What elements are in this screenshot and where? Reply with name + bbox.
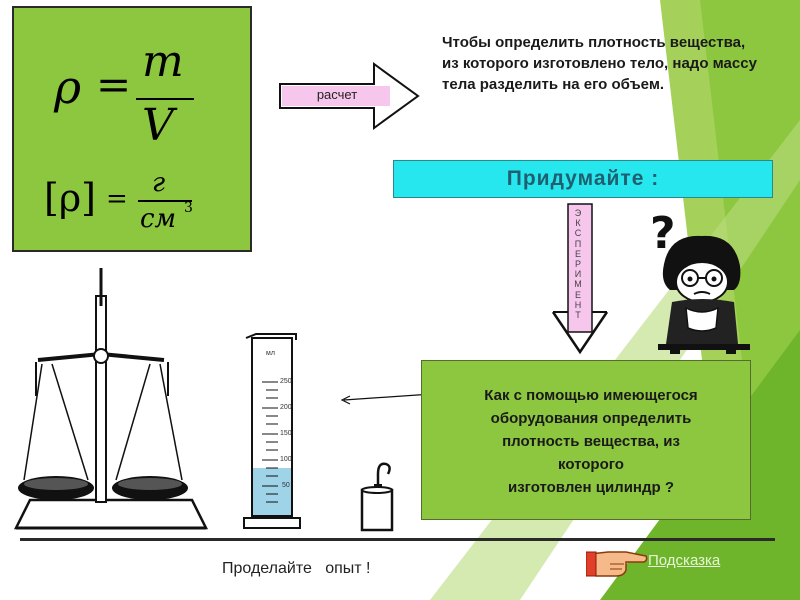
pointer-arrow-icon	[340, 393, 433, 405]
bottom-divider	[20, 538, 775, 541]
experiment-letter: Е	[574, 248, 581, 259]
weight-cylinder-icon	[360, 462, 394, 532]
formula-rho: ρ	[54, 60, 82, 114]
definition-text: Чтобы определить плотность вещества, из …	[442, 34, 757, 93]
unit-power: 3	[184, 200, 193, 216]
fraction-line	[136, 98, 194, 100]
balance-scale-icon	[13, 268, 209, 530]
pointing-hand-icon[interactable]	[586, 546, 650, 578]
hint-link[interactable]: Подсказка	[648, 552, 721, 569]
pridumaite-banner: Придумайте :	[393, 160, 773, 198]
experiment-letter: Э	[574, 208, 582, 218]
experiment-letter: Р	[574, 259, 581, 270]
experiment-letter: П	[574, 238, 582, 249]
cylinder-tick-label: 100	[280, 456, 292, 463]
cylinder-unit: мл	[266, 350, 275, 357]
formula-numerator: m	[142, 36, 184, 87]
question-box	[421, 360, 751, 520]
thinking-person-icon: ?	[650, 208, 750, 354]
experiment-letter: М	[574, 279, 582, 290]
measuring-cylinder-icon	[243, 333, 301, 529]
experiment-letter: С	[574, 228, 582, 239]
calc-label: расчет	[316, 87, 358, 102]
unit-fraction-line	[138, 200, 192, 202]
calc-arrow-icon	[279, 62, 420, 130]
experiment-arrow-icon	[551, 203, 609, 355]
experiment-letter: Е	[574, 289, 581, 300]
do-experiment-text: Проделайте опыт !	[222, 560, 371, 577]
formula-denominator: V	[142, 100, 174, 151]
cylinder-tick-label: 50	[282, 482, 290, 489]
experiment-letter: И	[574, 269, 582, 280]
experiment-vertical-label: Э К С П Е Р И М Е Н Т	[570, 208, 586, 320]
experiment-letter: Т	[575, 310, 581, 321]
formula-equals: =	[96, 60, 132, 109]
formula-box: ρ = m V [ρ] = г см 3	[12, 6, 252, 252]
experiment-letter: Н	[574, 299, 582, 310]
question-text: Как с помощью имеющегося оборудования оп…	[484, 387, 698, 496]
cylinder-tick-label: 250	[280, 378, 292, 385]
cylinder-tick-label: 150	[280, 430, 292, 437]
cylinder-tick-label: 200	[280, 404, 292, 411]
experiment-letter: К	[575, 218, 581, 229]
unit-denominator: см	[140, 204, 177, 234]
unit-equals: =	[106, 184, 128, 214]
unit-numerator: г	[152, 168, 166, 198]
unit-rho: [ρ]	[44, 176, 96, 220]
